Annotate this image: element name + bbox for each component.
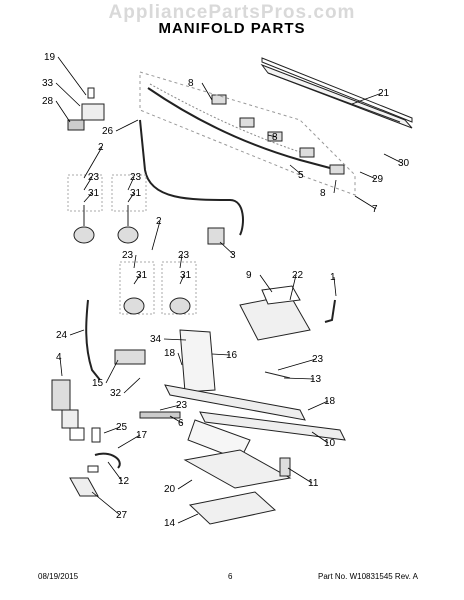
footer-date: 08/19/2015	[38, 572, 79, 581]
callout-label: 1	[330, 272, 336, 283]
callout-label: 9	[246, 270, 252, 281]
callout-label: 27	[116, 510, 128, 521]
callout-leader-line	[159, 404, 181, 411]
callout-leader-line	[59, 356, 63, 377]
callout-leader-line	[169, 415, 183, 424]
callout-label: 31	[130, 188, 142, 199]
callout-label: 16	[226, 350, 238, 361]
callout-label: 31	[88, 188, 100, 199]
callout-leader-line	[107, 461, 123, 482]
callout-label: 18	[324, 396, 336, 407]
callout-leader-line	[311, 431, 329, 444]
callout-leader-line	[354, 195, 377, 210]
callout-label: 25	[116, 422, 128, 433]
callout-label: 4	[56, 352, 62, 363]
callout-label: 23	[122, 250, 134, 261]
callout-label: 8	[320, 188, 326, 199]
callout-label: 33	[42, 78, 54, 89]
callout-label: 15	[92, 378, 104, 389]
callout-leader-line	[177, 352, 183, 366]
callout-leader-line	[333, 276, 337, 297]
callout-label: 19	[44, 52, 56, 63]
callout-leader-line	[83, 192, 93, 203]
callout-label: 3	[230, 250, 236, 261]
callout-label: 14	[164, 518, 176, 529]
callout-label: 17	[136, 430, 148, 441]
callout-label: 23	[312, 354, 324, 365]
footer-page: 6	[228, 572, 233, 581]
callout-leader-line	[383, 153, 403, 164]
footer-part-rev: Part No. W10831545 Rev. A	[318, 572, 418, 581]
callout-label: 23	[130, 172, 142, 183]
callout-label: 22	[292, 270, 304, 281]
callout-leader-line	[179, 274, 185, 285]
callout-leader-line	[83, 176, 93, 191]
callout-leader-line	[105, 359, 119, 384]
callout-leader-line	[83, 146, 103, 179]
watermark: AppliancePartsPros.com	[108, 2, 356, 23]
callout-label: 2	[98, 142, 104, 153]
callout-leader-line	[115, 119, 139, 132]
callout-label: 31	[180, 270, 192, 281]
callout-leader-line	[151, 220, 161, 251]
callout-leader-line	[219, 241, 235, 256]
callout-label: 10	[324, 438, 336, 449]
callout-leader-line	[259, 274, 273, 293]
callout-label: 7	[372, 204, 378, 215]
callout-leader-line	[127, 176, 135, 191]
callout-leader-line	[127, 192, 135, 203]
callout-leader-line	[287, 467, 313, 484]
callout-label: 26	[102, 126, 114, 137]
callout-leader-line	[55, 100, 71, 123]
callout-leader-line	[57, 56, 87, 96]
callout-leader-line	[123, 377, 141, 394]
callout-label: 34	[150, 334, 162, 345]
callout-leader-line	[177, 513, 199, 524]
callout-leader-line	[103, 426, 121, 434]
callout-label: 5	[298, 170, 304, 181]
callout-leader-line	[91, 491, 121, 516]
callout-leader-line	[359, 171, 377, 180]
callout-leader-line	[333, 179, 337, 194]
callout-label: 18	[164, 348, 176, 359]
callout-leader-line	[307, 400, 329, 411]
callout-leader-line	[55, 82, 81, 107]
callout-label: 28	[42, 96, 54, 107]
callout-label: 11	[308, 478, 319, 489]
callout-leader-line	[351, 92, 383, 105]
callout-leader-line	[179, 254, 183, 269]
callout-label: 21	[378, 88, 390, 99]
callout-leader-line	[277, 358, 317, 371]
callout-leader-line	[289, 274, 297, 301]
callout-label: 30	[398, 158, 410, 169]
callout-leader-line	[283, 377, 315, 380]
callout-label: 23	[88, 172, 100, 183]
callout-leader-line	[163, 338, 187, 341]
callout-label: 24	[56, 330, 68, 341]
callout-leader-line	[211, 353, 231, 356]
callout-label: 8	[188, 78, 194, 89]
callout-leader-line	[117, 434, 141, 449]
page-title: MANIFOLD PARTS	[158, 20, 306, 37]
callout-leader-line	[69, 329, 85, 336]
callout-label: 6	[178, 418, 184, 429]
callout-label: 23	[178, 250, 190, 261]
callout-label: 20	[164, 484, 176, 495]
callout-leader-line	[133, 274, 141, 285]
callout-leader-line	[133, 254, 137, 269]
callout-leader-line	[177, 479, 193, 490]
callout-label: 12	[118, 476, 130, 487]
callout-label: 8	[272, 132, 278, 143]
callout-label: 29	[372, 174, 384, 185]
callout-label: 2	[156, 216, 162, 227]
callout-leader-line	[267, 134, 277, 138]
callout-label: 32	[110, 388, 122, 399]
callout-leader-line	[201, 82, 213, 101]
callout-label: 13	[310, 374, 322, 385]
callout-label: 23	[176, 400, 188, 411]
callout-leader-line	[289, 164, 303, 176]
callout-label: 31	[136, 270, 148, 281]
